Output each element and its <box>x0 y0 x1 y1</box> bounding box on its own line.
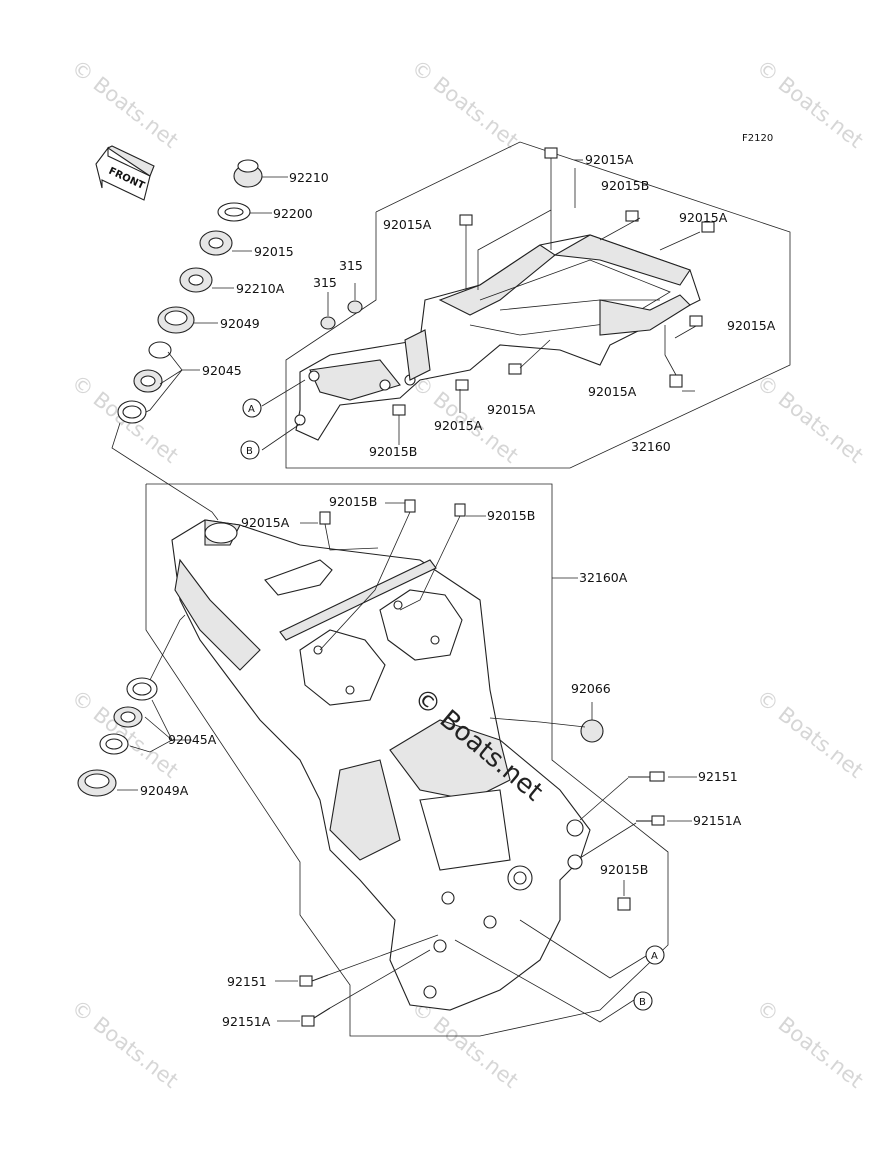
callout-b-lower-label: B <box>639 997 646 1008</box>
part-label-92045A: 92045A <box>168 732 217 747</box>
part-label-92015A-lower-left: 92015A <box>434 418 483 433</box>
part-label-92210: 92210 <box>289 170 329 185</box>
part-label-32160A: 32160A <box>579 570 628 585</box>
part-label-92151A-left: 92151A <box>222 1014 271 1029</box>
part-label-92015A-lower-mid: 92015A <box>487 402 536 417</box>
part-label-92015B-frame-a: 92015B <box>329 494 377 509</box>
part-label-32160: 32160 <box>631 439 671 454</box>
part-label-92151-left: 92151 <box>227 974 267 989</box>
part-label-315-b: 315 <box>313 275 337 290</box>
callout-a-label: A <box>248 404 255 415</box>
part-label-92210A: 92210A <box>236 281 285 296</box>
part-label-92015B-lower: 92015B <box>369 444 417 459</box>
part-label-92015B-right: 92015B <box>600 862 648 877</box>
part-label-315-a: 315 <box>339 258 363 273</box>
part-label-92015A-lower-right: 92015A <box>588 384 637 399</box>
watermark: © Boats.net <box>407 995 523 1093</box>
callout-a-circle <box>242 398 262 418</box>
part-label-92049: 92049 <box>220 316 260 331</box>
part-label-92015B-top: 92015B <box>601 178 649 193</box>
watermark: © Boats.net <box>67 55 183 153</box>
part-label-92015A-right: 92015A <box>679 210 728 225</box>
watermark: © Boats.net <box>752 685 868 783</box>
part-label-92015A-frame: 92015A <box>241 515 290 530</box>
front-arrow-icon: FRONT <box>95 145 155 201</box>
part-label-92049A: 92049A <box>140 783 189 798</box>
part-label-92066: 92066 <box>571 681 611 696</box>
part-label-92015A-top: 92015A <box>585 152 634 167</box>
steering-bearing-parts <box>111 159 288 521</box>
part-label-92200: 92200 <box>273 206 313 221</box>
main-frame-32160A <box>145 483 697 1037</box>
part-label-92015A-mid-right: 92015A <box>727 318 776 333</box>
watermark: © Boats.net <box>67 995 183 1093</box>
callout-a-lower-label: A <box>651 951 658 962</box>
part-label-92015B-frame-b: 92015B <box>487 508 535 523</box>
callout-a-lower-circle <box>645 945 665 965</box>
watermark: © Boats.net <box>407 55 523 153</box>
callout-b-lower-circle <box>633 991 653 1011</box>
callout-b-label: B <box>246 446 253 457</box>
callout-b-circle <box>240 440 260 460</box>
watermark: © Boats.net <box>752 370 868 468</box>
part-label-92045: 92045 <box>202 363 242 378</box>
subframe-32160 <box>261 141 791 469</box>
part-label-92015A-left: 92015A <box>383 217 432 232</box>
lower-bearing-parts <box>77 614 192 797</box>
part-label-92151A-right: 92151A <box>693 813 742 828</box>
part-label-92015: 92015 <box>254 244 294 259</box>
part-label-92151-right: 92151 <box>698 769 738 784</box>
figure-code: F2120 <box>742 133 773 144</box>
watermark: © Boats.net <box>752 995 868 1093</box>
